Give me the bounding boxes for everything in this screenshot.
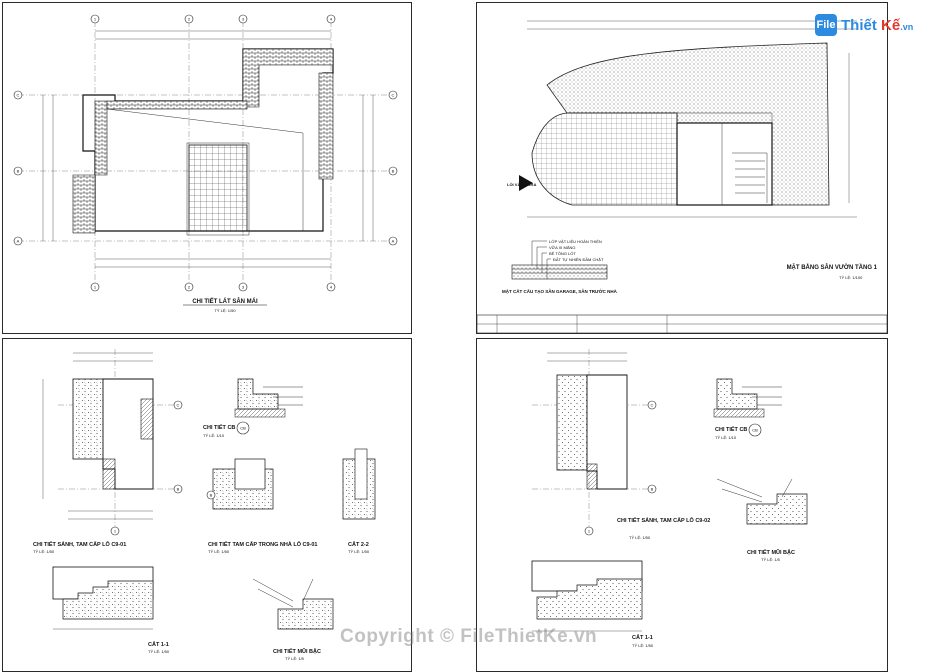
svg-text:4: 4 — [330, 285, 333, 290]
axis-bubbles-top: 1 2 3 4 — [90, 14, 336, 24]
svg-text:2: 2 — [188, 285, 191, 290]
garage-entrance-label: LỐI VÀO GARA — [507, 182, 536, 187]
svg-text:LỚP VẬT LIỆU HOÀN THIỆN: LỚP VẬT LIỆU HOÀN THIỆN — [549, 239, 602, 244]
svg-text:CẮT 2-2: CẮT 2-2 — [348, 540, 369, 548]
svg-text:VỮA XI MĂNG: VỮA XI MĂNG — [549, 245, 576, 250]
svg-text:MẶT CẮT CẤU TẠO SÂN GARAGE, SÂ: MẶT CẮT CẤU TẠO SÂN GARAGE, SÂN TRƯỚC NH… — [502, 287, 618, 294]
logo-text: Thiết Kế.vn — [841, 16, 914, 34]
garden-title: MẶT BẰNG SÂN VƯỜN TẦNG 1 — [787, 263, 878, 271]
svg-text:B: B — [392, 169, 395, 174]
svg-text:3: 3 — [242, 285, 245, 290]
lobby2-cb-title: CHI TIẾT CB — [715, 426, 747, 433]
svg-text:TỶ LỆ: 1/50: TỶ LỆ: 1/50 — [348, 549, 370, 554]
copyright-watermark: Copyright © FileThietKe.vn — [340, 626, 598, 647]
svg-text:B: B — [651, 487, 654, 492]
lobby1-cb-title: CHI TIẾT CB — [203, 424, 235, 431]
svg-text:1: 1 — [114, 529, 117, 534]
svg-text:C: C — [17, 93, 20, 98]
svg-text:TỶ LỆ: 1/50: TỶ LỆ: 1/50 — [632, 643, 654, 648]
lobby1-step-title: CHI TIẾT TAM CẤP TRONG NHÀ LÔ C9-01 — [208, 540, 318, 548]
svg-text:BÊ TÔNG LÓT: BÊ TÔNG LÓT — [549, 251, 576, 256]
svg-text:C: C — [392, 93, 395, 98]
roof-title: CHI TIẾT LÁT SÂN MÁI — [192, 298, 258, 305]
sheet-roof-paving: 1 2 3 4 1 2 3 4 C B A C B A CHI TIẾT LÁT… — [2, 2, 412, 334]
svg-text:CB: CB — [752, 428, 758, 433]
svg-text:2: 2 — [188, 17, 191, 22]
svg-text:B: B — [210, 493, 213, 498]
svg-text:TỶ LỆ: 1/5: TỶ LỆ: 1/5 — [285, 656, 305, 661]
sheet-lobby-c9-02: C B 1 CHI TIẾT SẢNH, TAM CẤP LÔ C9-02 TỶ… — [476, 338, 888, 672]
filethietke-logo: File Thiết Kế.vn — [815, 14, 913, 36]
svg-text:CB: CB — [240, 426, 246, 431]
svg-text:C: C — [177, 403, 180, 408]
svg-text:B: B — [177, 487, 180, 492]
svg-text:ĐẤT TỰ NHIÊN ĐẦM CHẶT: ĐẤT TỰ NHIÊN ĐẦM CHẶT — [553, 257, 604, 262]
lobby2-nose-title: CHI TIẾT MŨI BẬC — [747, 549, 795, 556]
svg-text:CẮT 1-1: CẮT 1-1 — [632, 633, 653, 641]
svg-text:1: 1 — [94, 17, 97, 22]
svg-text:1: 1 — [588, 529, 591, 534]
svg-text:TỶ LỆ: 1/50: TỶ LỆ: 1/50 — [148, 649, 170, 654]
svg-text:CẮT 1-1: CẮT 1-1 — [148, 640, 169, 648]
svg-text:A: A — [17, 239, 20, 244]
lobby1-main-title: CHI TIẾT SẢNH, TAM CẤP LÔ C9-01 — [33, 540, 126, 548]
garage-section-detail: LỚP VẬT LIỆU HOÀN THIỆN VỮA XI MĂNG BÊ T… — [502, 239, 618, 294]
svg-text:TỶ LỆ: 1/5: TỶ LỆ: 1/5 — [761, 557, 781, 562]
svg-text:TỶ LỆ: 1/50: TỶ LỆ: 1/50 — [33, 549, 55, 554]
svg-text:B: B — [17, 169, 20, 174]
lobby1-nose-title: CHI TIẾT MŨI BẬC — [273, 648, 321, 655]
svg-text:1: 1 — [94, 285, 97, 290]
svg-text:TỶ LỆ: 1/50: TỶ LỆ: 1/50 — [629, 535, 651, 540]
svg-text:4: 4 — [330, 17, 333, 22]
sheet-garden-plan: LỐI VÀO GARA LỚP VẬT LIỆU HOÀN THIỆN VỮA… — [476, 2, 888, 334]
svg-text:3: 3 — [242, 17, 245, 22]
axis-bubbles-side: C B A C B A — [13, 90, 398, 246]
lobby2-main-title: CHI TIẾT SẢNH, TAM CẤP LÔ C9-02 — [617, 516, 710, 524]
svg-text:TỶ LỆ: 1/10: TỶ LỆ: 1/10 — [715, 435, 737, 440]
svg-text:C: C — [651, 403, 654, 408]
sheet-lobby-c9-01: C B 1 CHI TIẾT SẢNH, TAM CẤP LÔ C9-01 TỶ… — [2, 338, 412, 672]
roof-scale: TỶ LỆ: 1/50 — [214, 308, 236, 313]
logo-mark-icon: File — [815, 14, 837, 36]
axis-bubbles-bottom: 1 2 3 4 — [90, 282, 336, 292]
svg-text:A: A — [392, 239, 395, 244]
garden-scale: TỶ LỆ: 1/100 — [839, 275, 863, 280]
svg-text:TỶ LỆ: 1/50: TỶ LỆ: 1/50 — [208, 549, 230, 554]
svg-text:TỶ LỆ: 1/10: TỶ LỆ: 1/10 — [203, 433, 225, 438]
